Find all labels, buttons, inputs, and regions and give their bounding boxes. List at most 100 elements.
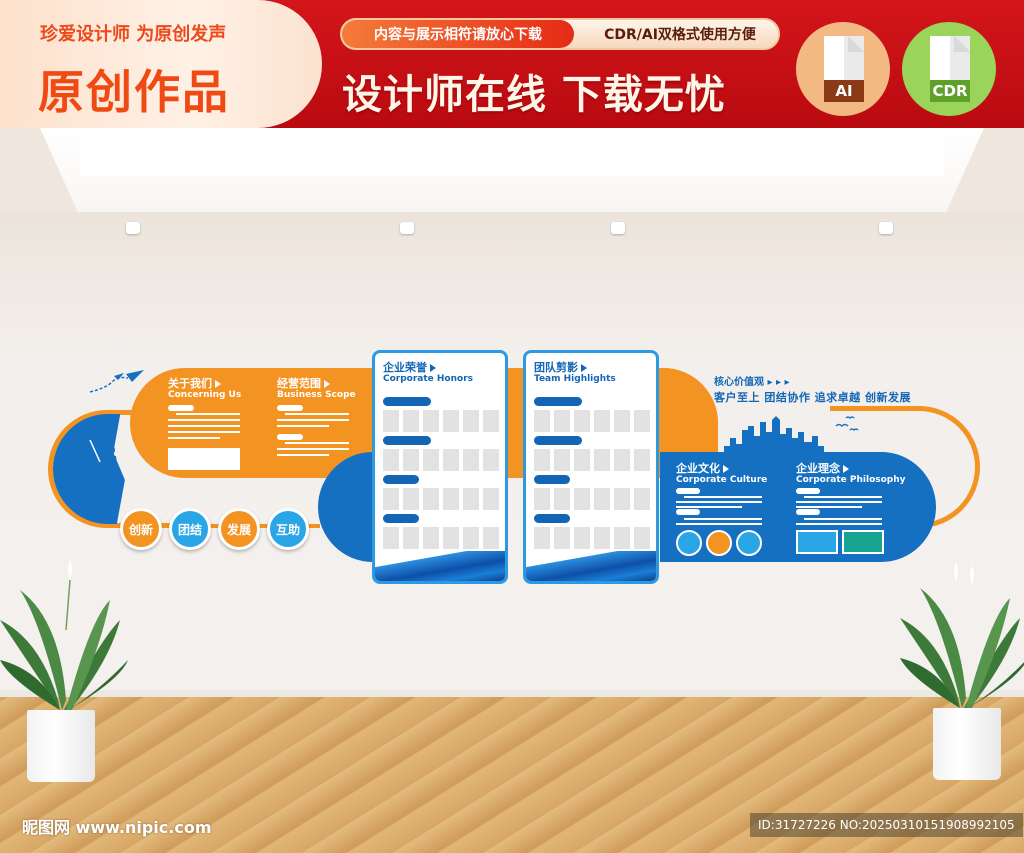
philosophy-block — [796, 530, 838, 554]
text-placeholder — [676, 509, 700, 515]
arrow-right-icon — [843, 465, 849, 473]
text-line — [168, 437, 220, 439]
text-line — [168, 419, 240, 421]
text-placeholder — [796, 509, 820, 515]
arrow-right-icon — [430, 364, 436, 372]
text-line — [804, 496, 882, 498]
label-bar — [383, 514, 419, 523]
text-placeholder — [277, 405, 303, 411]
plant-pot — [27, 710, 95, 782]
headline: 设计师在线 下载无忧 — [342, 72, 726, 118]
arrow-right-icon — [215, 380, 221, 388]
text-line — [277, 448, 349, 450]
value-development: 发展 — [218, 508, 260, 550]
text-line — [796, 506, 862, 508]
file-cdr-icon — [930, 36, 970, 88]
header-banner: 珍爱设计师 为原创发声 原创作品 内容与展示相符请放心下载 CDR/AI双格式使… — [0, 0, 1024, 128]
text-line — [804, 518, 882, 520]
climber-icon — [89, 440, 118, 496]
culture-circle — [736, 530, 762, 556]
culture-circle — [676, 530, 702, 556]
text-line — [796, 501, 882, 503]
arrow-right-icon — [723, 465, 729, 473]
text-line — [676, 506, 742, 508]
text-line — [285, 413, 349, 415]
original-works-panel: 珍爱设计师 为原创发声 原创作品 — [0, 0, 322, 128]
spotlight-icon — [611, 222, 625, 234]
info-pill: 内容与展示相符请放心下载 CDR/AI双格式使用方便 — [340, 18, 780, 50]
tile-row — [383, 527, 499, 549]
slogan-small: 珍爱设计师 为原创发声 — [40, 24, 227, 45]
text-line — [277, 419, 349, 421]
paper-plane-icon — [89, 370, 144, 393]
label-bar — [383, 475, 419, 484]
tile-row — [534, 527, 650, 549]
text-line — [277, 454, 329, 456]
text-placeholder — [277, 434, 303, 440]
image-placeholder — [168, 448, 240, 470]
about-title: 关于我们 Concerning Us — [168, 377, 242, 400]
cdr-label: CDR — [930, 80, 970, 102]
culture-circle — [706, 530, 732, 556]
label-bar — [534, 475, 570, 484]
tile-row — [534, 410, 650, 432]
scope-title: 经营范围 Business Scope — [277, 377, 356, 400]
tile-row — [383, 410, 499, 432]
baseboard — [0, 690, 1024, 698]
text-line — [277, 425, 329, 427]
arrow-right-icon — [581, 364, 587, 372]
label-bar — [534, 397, 582, 406]
text-line — [684, 518, 762, 520]
text-line — [796, 523, 882, 525]
core-values: 核心价值观 ▸ ▸ ▸ 客户至上 团结协作 追求卓越 创新发展 — [714, 376, 911, 406]
text-line — [176, 413, 240, 415]
label-bar — [383, 436, 431, 445]
potted-plant-icon — [0, 560, 128, 710]
site-watermark: 昵图网 www.nipic.com — [22, 818, 212, 837]
board-title: 团队剪影 Team Highlights — [534, 361, 616, 384]
pill-right-label: CDR/AI双格式使用方便 — [604, 27, 756, 43]
board-team-highlights: 团队剪影 Team Highlights — [523, 350, 659, 584]
city-skyline-icon — [724, 416, 859, 456]
pill-left-label: 内容与展示相符请放心下载 — [342, 20, 574, 48]
ai-format-badge: AI — [796, 22, 890, 116]
file-ai-icon — [824, 36, 864, 88]
wave-decoration — [526, 551, 656, 581]
culture-title: 企业文化 Corporate Culture — [676, 462, 768, 485]
philosophy-title: 企业理念 Corporate Philosophy — [796, 462, 906, 485]
text-line — [285, 442, 349, 444]
text-line — [168, 431, 240, 433]
tile-row — [383, 449, 499, 471]
text-placeholder — [676, 488, 700, 494]
values-connector — [110, 524, 320, 528]
text-line — [168, 425, 240, 427]
potted-plant-icon — [900, 562, 1024, 708]
spotlight-icon — [879, 222, 893, 234]
text-line — [684, 496, 762, 498]
tile-row — [534, 488, 650, 510]
board-title: 企业荣誉 Corporate Honors — [383, 361, 474, 384]
core-values-title: 核心价值观 ▸ ▸ ▸ — [714, 377, 790, 388]
text-placeholder — [168, 405, 194, 411]
text-placeholder — [796, 488, 820, 494]
board-corporate-honors: 企业荣誉 Corporate Honors — [372, 350, 508, 584]
label-bar — [383, 397, 431, 406]
tile-row — [534, 449, 650, 471]
plant-pot — [933, 708, 1001, 780]
core-values-text: 客户至上 团结协作 追求卓越 创新发展 — [714, 391, 911, 404]
skylight-inner — [80, 128, 944, 176]
arrow-right-icon — [324, 380, 330, 388]
label-bar — [534, 436, 582, 445]
spotlight-icon — [400, 222, 414, 234]
value-unity: 团结 — [169, 508, 211, 550]
cdr-format-badge: CDR — [902, 22, 996, 116]
text-line — [676, 501, 762, 503]
philosophy-block — [842, 530, 884, 554]
text-line — [676, 523, 762, 525]
tile-row — [383, 488, 499, 510]
value-innovation: 创新 — [120, 508, 162, 550]
id-watermark: ID:31727226 NO:20250310151908992105 — [750, 813, 1023, 837]
value-mutual-help: 互助 — [267, 508, 309, 550]
slogan-big: 原创作品 — [38, 65, 230, 119]
label-bar — [534, 514, 570, 523]
